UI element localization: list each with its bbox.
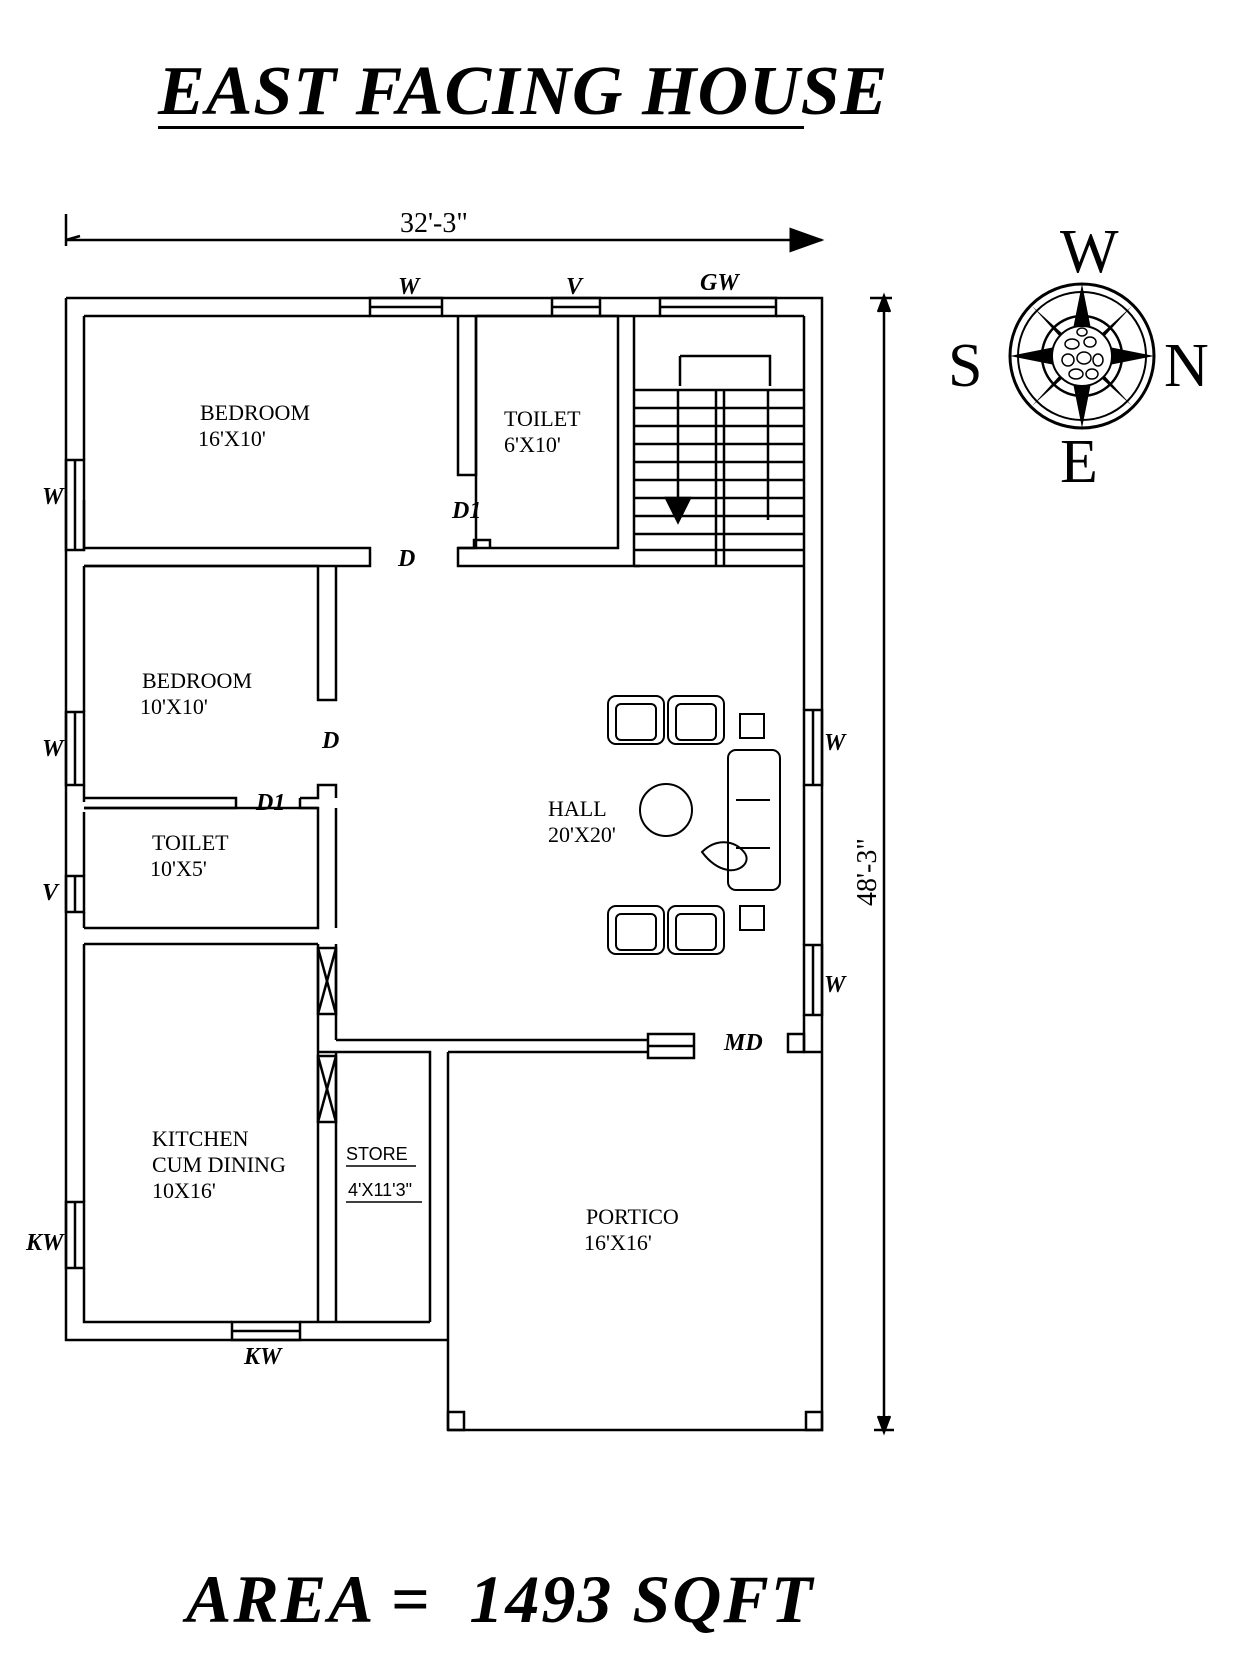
page-title: EAST FACING HOUSE — [158, 53, 889, 130]
area-label: AREA = 1493 SQFT — [186, 1561, 815, 1637]
bedroom1-size: 16'X10' — [198, 426, 266, 451]
depth-dimension-line — [870, 292, 894, 1436]
kitchen-store-walls — [316, 944, 806, 1340]
bedroom2-size: 10'X10' — [140, 694, 208, 719]
window-tag-bedroom2: W — [42, 736, 65, 762]
kitchen-name-line2: CUM DINING — [152, 1152, 286, 1177]
compass-west-label: W — [1060, 218, 1119, 286]
toilet1-size: 6'X10' — [504, 432, 561, 457]
ventilator-tag-toilet1: V — [566, 274, 584, 300]
glass-window-tag: GW — [700, 270, 740, 296]
title-underline — [158, 126, 804, 129]
compass-north-label: N — [1164, 332, 1209, 400]
toilet1-name: TOILET — [504, 406, 581, 431]
door-tag-bedroom1: D — [397, 546, 415, 572]
kitchen-window-tag-west: KW — [25, 1230, 65, 1256]
bedroom2-name: BEDROOM — [142, 668, 252, 693]
window-tag-hall-upper: W — [824, 730, 847, 756]
toilet2-name: TOILET — [152, 830, 229, 855]
ventilator-tag-toilet2: V — [42, 880, 60, 906]
sofa-set — [607, 695, 781, 955]
door1-tag-toilet2: D1 — [255, 790, 285, 816]
main-door-tag: MD — [723, 1030, 763, 1056]
toilet1-walls — [456, 314, 640, 568]
bedroom1-walls — [84, 316, 478, 568]
bedroom1-name: BEDROOM — [200, 400, 310, 425]
compass-south-label: S — [948, 332, 982, 400]
opening-tags: W V GW W D1 D D W D1 V W W MD KW KW — [25, 270, 847, 1370]
portico-size: 16'X16' — [584, 1230, 652, 1255]
hall-size: 20'X20' — [548, 822, 616, 847]
compass-rose: W S N E — [948, 218, 1209, 496]
window-openings — [64, 296, 824, 1342]
kitchen-window-tag-south: KW — [243, 1344, 283, 1370]
store-name: STORE — [346, 1144, 408, 1164]
store-underlines — [346, 1165, 422, 1203]
door1-tag-toilet1: D1 — [451, 498, 481, 524]
window-tag-hall-lower: W — [824, 972, 847, 998]
width-dimension-label: 32'-3" — [400, 208, 468, 239]
kitchen-name-line1: KITCHEN — [152, 1126, 249, 1151]
window-tag-bedroom1: W — [42, 484, 65, 510]
portico-name: PORTICO — [586, 1204, 679, 1229]
store-size: 4'X11'3" — [348, 1180, 412, 1200]
window-tag-north-bedroom: W — [398, 274, 421, 300]
portico-walls — [446, 1052, 824, 1432]
staircase — [632, 316, 804, 568]
room-labels: BEDROOM 16'X10' TOILET 6'X10' BEDROOM 10… — [140, 400, 679, 1255]
hall-name: HALL — [548, 796, 607, 821]
toilet2-size: 10'X5' — [150, 856, 207, 881]
compass-east-label: E — [1060, 428, 1098, 496]
door-tag-bedroom2: D — [321, 728, 339, 754]
depth-dimension-label: 48'-3" — [852, 838, 883, 906]
toilet2-walls — [84, 806, 338, 946]
width-dimension-line — [64, 214, 825, 253]
kitchen-size: 10X16' — [152, 1178, 216, 1203]
outer-walls — [64, 296, 824, 1342]
